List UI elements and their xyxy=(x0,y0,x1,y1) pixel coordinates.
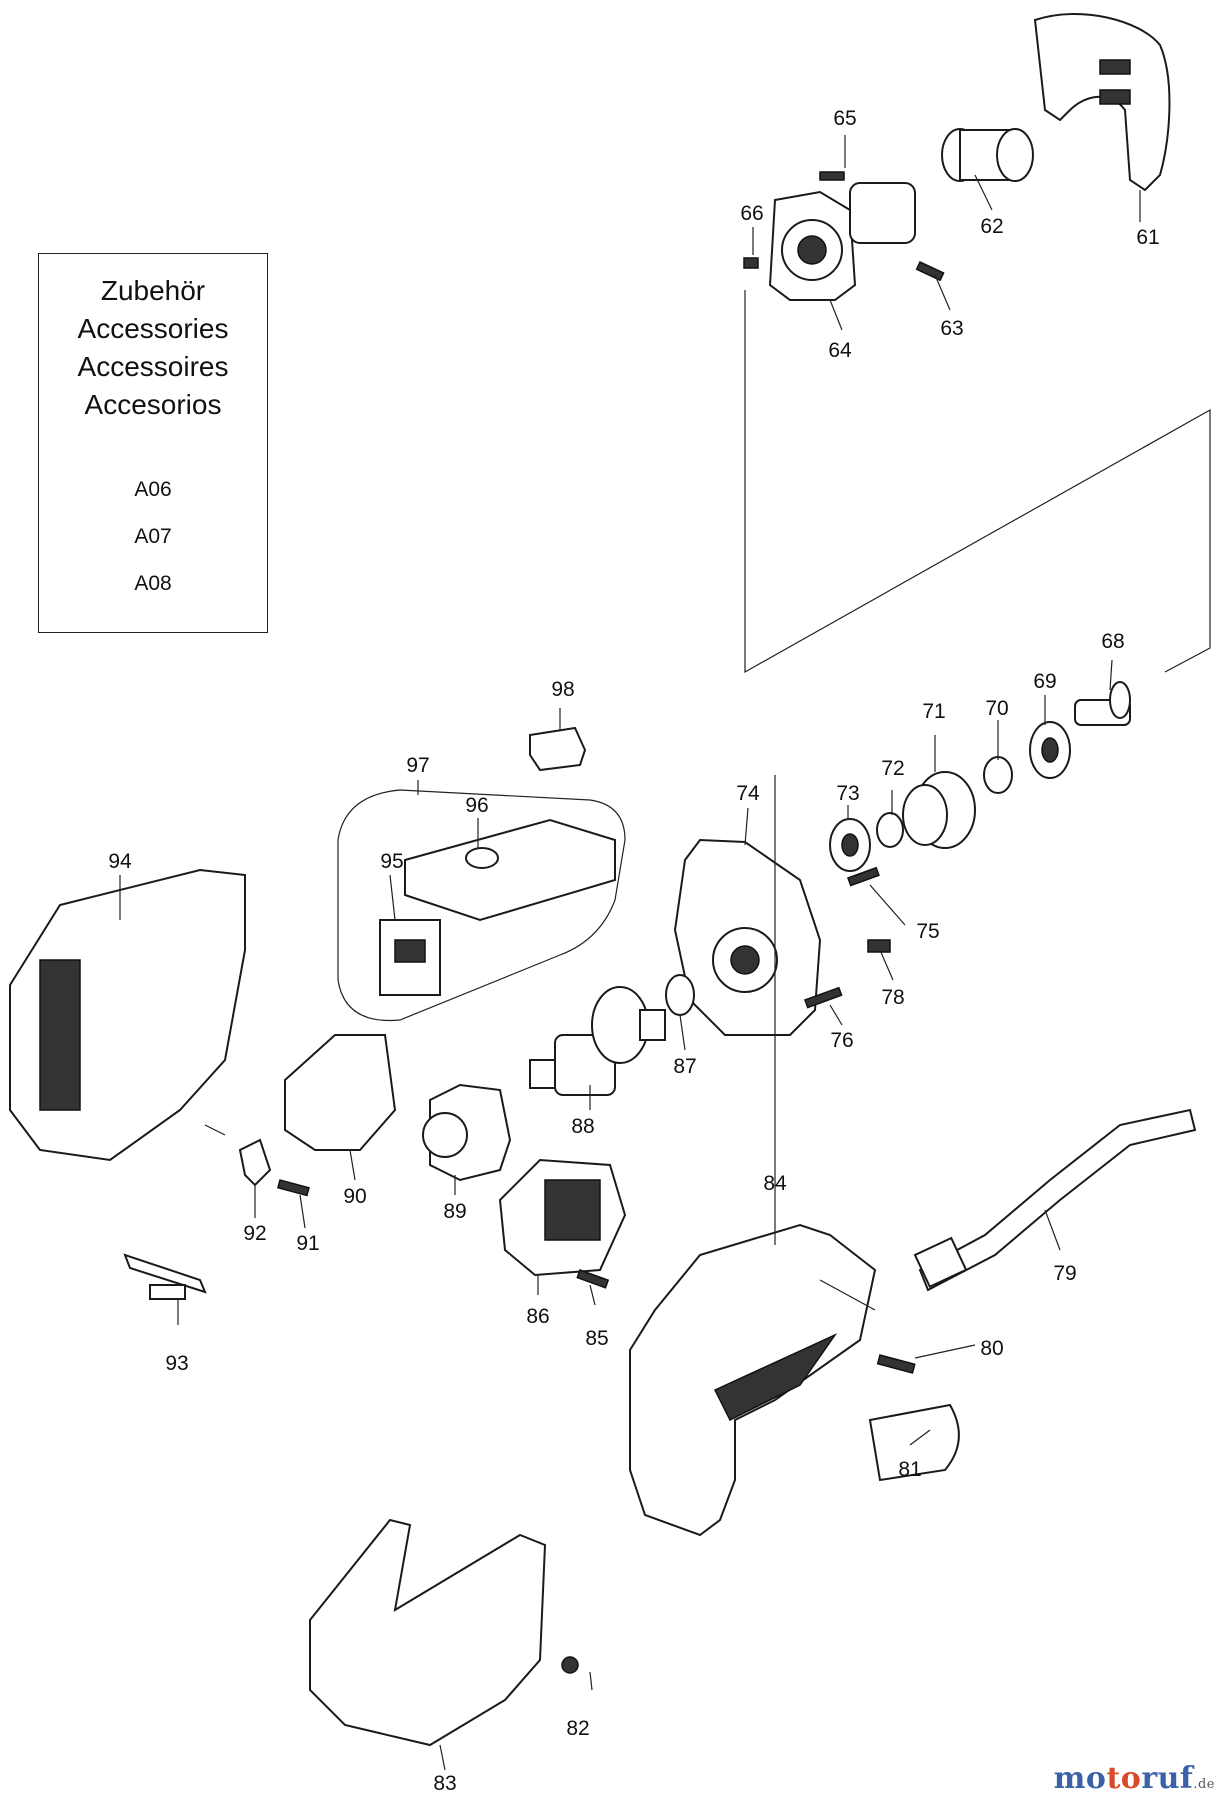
part-61-detail xyxy=(1099,89,1131,105)
part-68-end xyxy=(1109,681,1131,719)
label-65: 65 xyxy=(833,107,856,130)
part-87-shape xyxy=(665,974,695,1016)
part-75-shape xyxy=(847,866,880,887)
label-79: 79 xyxy=(1053,1262,1076,1285)
label-85: 85 xyxy=(585,1327,608,1350)
part-78-shape xyxy=(867,939,891,953)
label-97: 97 xyxy=(406,754,429,777)
label-63: 63 xyxy=(940,317,963,340)
part-61-shape xyxy=(1033,13,1171,192)
part-70-shape xyxy=(983,756,1013,794)
lead-lines xyxy=(119,135,1141,1771)
label-91: 91 xyxy=(296,1232,319,1255)
logo-suffix: .de xyxy=(1193,1777,1215,1792)
part-80-shape xyxy=(876,1354,916,1374)
part-72-shape xyxy=(876,812,904,848)
label-95: 95 xyxy=(380,850,403,873)
part-76-shape xyxy=(804,986,843,1009)
label-83: 83 xyxy=(433,1772,456,1795)
part-74-bore-inner xyxy=(730,945,760,975)
label-72: 72 xyxy=(881,757,904,780)
part-90-shape xyxy=(284,1034,397,1151)
legend-item: A06 xyxy=(134,478,172,501)
logo-part: mo xyxy=(1053,1761,1107,1796)
assembly-bracket xyxy=(744,290,1211,674)
part-64-motor xyxy=(849,182,916,244)
legend-item: A07 xyxy=(134,525,172,548)
label-71: 71 xyxy=(922,700,945,723)
legend-header-fr: Accessoires xyxy=(77,351,229,382)
part-88-commutator xyxy=(639,1009,666,1041)
part-86-detail xyxy=(544,1179,601,1241)
part-96-capacitor xyxy=(465,847,499,869)
part-71-face xyxy=(902,784,948,846)
part-65-shape xyxy=(819,171,845,181)
label-75: 75 xyxy=(916,920,939,943)
label-80: 80 xyxy=(980,1337,1003,1360)
part-83-shape xyxy=(309,1518,547,1747)
part-labels: 65 66 62 61 63 64 68 69 70 71 72 73 74 7… xyxy=(108,107,1159,1795)
label-84: 84 xyxy=(763,1172,787,1195)
logo-part: to xyxy=(1106,1761,1142,1796)
part-63-shape xyxy=(915,261,945,282)
label-96: 96 xyxy=(465,794,488,817)
label-73: 73 xyxy=(836,782,859,805)
label-87: 87 xyxy=(673,1055,696,1078)
motoruf-logo: motoruf.de xyxy=(1054,1761,1215,1796)
part-97-outline xyxy=(337,789,626,1022)
label-81: 81 xyxy=(898,1458,921,1481)
label-88: 88 xyxy=(571,1115,594,1138)
label-66: 66 xyxy=(740,202,763,225)
part-85-shape xyxy=(576,1269,610,1289)
label-64: 64 xyxy=(828,339,852,362)
label-62: 62 xyxy=(980,215,1003,238)
part-95-detail xyxy=(394,939,426,963)
label-98: 98 xyxy=(551,678,574,701)
legend-header-en: Accessories xyxy=(77,313,229,344)
label-89: 89 xyxy=(443,1200,466,1223)
part-79-nozzle xyxy=(913,1236,968,1289)
label-93: 93 xyxy=(165,1352,188,1375)
part-93-foot xyxy=(149,1284,186,1300)
part-62-end xyxy=(996,128,1034,182)
legend-item: A08 xyxy=(134,572,172,595)
label-74: 74 xyxy=(736,782,760,805)
part-61-detail xyxy=(1099,59,1131,75)
label-94: 94 xyxy=(108,850,132,873)
part-89-bore xyxy=(422,1112,468,1158)
label-70: 70 xyxy=(985,697,1008,720)
part-91-shape xyxy=(277,1179,310,1197)
part-69-bore xyxy=(1041,737,1059,763)
part-82-shape xyxy=(561,1656,579,1674)
legend-accessory-list: A06 A07 A08 xyxy=(39,466,267,607)
part-98-shape xyxy=(529,726,587,772)
logo-part: ruf xyxy=(1141,1761,1194,1796)
accessories-legend: Zubehör Accessories Accessoires Accesori… xyxy=(38,253,268,633)
part-64-bore-inner xyxy=(797,235,827,265)
part-73-bore xyxy=(841,833,859,857)
label-76: 76 xyxy=(830,1029,853,1052)
part-93-shape xyxy=(123,1253,207,1294)
label-69: 69 xyxy=(1033,670,1056,693)
part-94-detail xyxy=(39,959,81,1111)
part-81-shape xyxy=(868,1403,960,1482)
legend-header-es: Accesorios xyxy=(84,389,222,420)
label-92: 92 xyxy=(243,1222,266,1245)
label-82: 82 xyxy=(566,1717,589,1740)
label-78: 78 xyxy=(881,986,904,1009)
part-84-vent xyxy=(713,1333,838,1422)
legend-header-de: Zubehör xyxy=(100,275,206,306)
label-90: 90 xyxy=(343,1185,366,1208)
part-96-shape xyxy=(404,818,616,922)
part-92-shape xyxy=(238,1138,272,1187)
label-61: 61 xyxy=(1136,226,1159,249)
label-68: 68 xyxy=(1101,630,1124,653)
part-79-shape xyxy=(918,1108,1197,1292)
part-66-shape xyxy=(743,257,759,269)
label-86: 86 xyxy=(526,1305,549,1328)
